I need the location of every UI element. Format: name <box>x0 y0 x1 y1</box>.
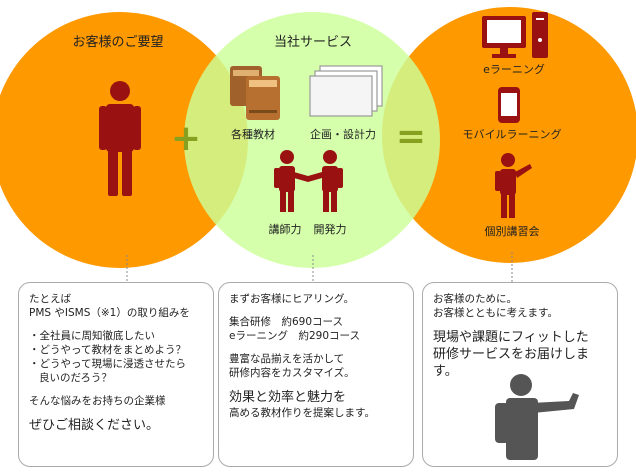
right-item-mobile: モバイルラーニング <box>463 127 562 141</box>
box-line: お客様とともに考えます。 <box>433 307 558 319</box>
center-item-development: 開発力 <box>314 222 347 236</box>
customer-needs-title: お客様のご要望 <box>72 34 163 50</box>
box-line-emphasis: 現場や課題にフィットした <box>433 330 589 345</box>
handshake-icon <box>274 150 343 212</box>
result-description-box: お客様のために。 お客様とともに考えます。 現場や課題にフィットした 研修サービ… <box>422 282 618 467</box>
box-line-emphasis: 効果と効率と魅力を <box>229 390 347 405</box>
equals-operator: = <box>396 116 426 157</box>
service-title: 当社サービス <box>274 34 352 50</box>
box-line-emphasis: 研修サービスをお届けします。 <box>433 347 590 379</box>
box-line: 研修内容をカスタマイズ。 <box>229 367 355 379</box>
box-line: ・全社員に周知徹底したい <box>29 330 155 342</box>
box-line: 良いのだろう？ <box>39 372 112 384</box>
service-description-box: まずお客様にヒアリング。 集合研修 約690コース eラーニング 約290コース… <box>218 282 414 467</box>
presenter-icon <box>495 153 532 218</box>
person-icon <box>99 81 141 196</box>
box-line: お客様のために。 <box>433 293 517 305</box>
customer-needs-box: たとえば PMS やISMS（※1）の取り組みを ・全社員に周知徹底したい ・ど… <box>18 282 214 467</box>
center-item-planning: 企画・設計力 <box>310 127 376 141</box>
box-line: ・どうやって現場に浸透させたら <box>29 358 186 370</box>
mobile-phone-icon <box>498 87 520 123</box>
speaker-person-icon <box>495 374 579 460</box>
box-line: eラーニング 約290コース <box>229 330 360 342</box>
center-item-instructor: 講師力 <box>269 222 302 236</box>
box-line: 集合研修 約690コース <box>229 316 344 328</box>
box-line: PMS やISMS（※1）の取り組みを <box>29 307 190 319</box>
box-line: ・どうやって教材をまとめよう？ <box>29 344 186 356</box>
computer-icon <box>482 12 548 58</box>
box-line: 豊富な品揃えを活かして <box>229 353 345 365</box>
box-line: 高める教材作りを提案します。 <box>229 407 375 419</box>
box-line: まずお客様にヒアリング。 <box>229 293 355 305</box>
center-item-materials: 各種教材 <box>231 127 275 141</box>
box-line: そんな悩みをお持ちの企業様 <box>29 395 166 407</box>
books-icon <box>230 66 280 120</box>
plus-operator: + <box>171 118 201 159</box>
result-circle <box>382 7 636 263</box>
box-line: たとえば <box>29 293 71 305</box>
right-item-individual-session: 個別講習会 <box>485 224 540 238</box>
planning-documents-icon <box>309 65 383 117</box>
right-item-elearning: eラーニング <box>483 62 545 76</box>
box-line-emphasis: ぜひご相談ください。 <box>29 418 160 433</box>
